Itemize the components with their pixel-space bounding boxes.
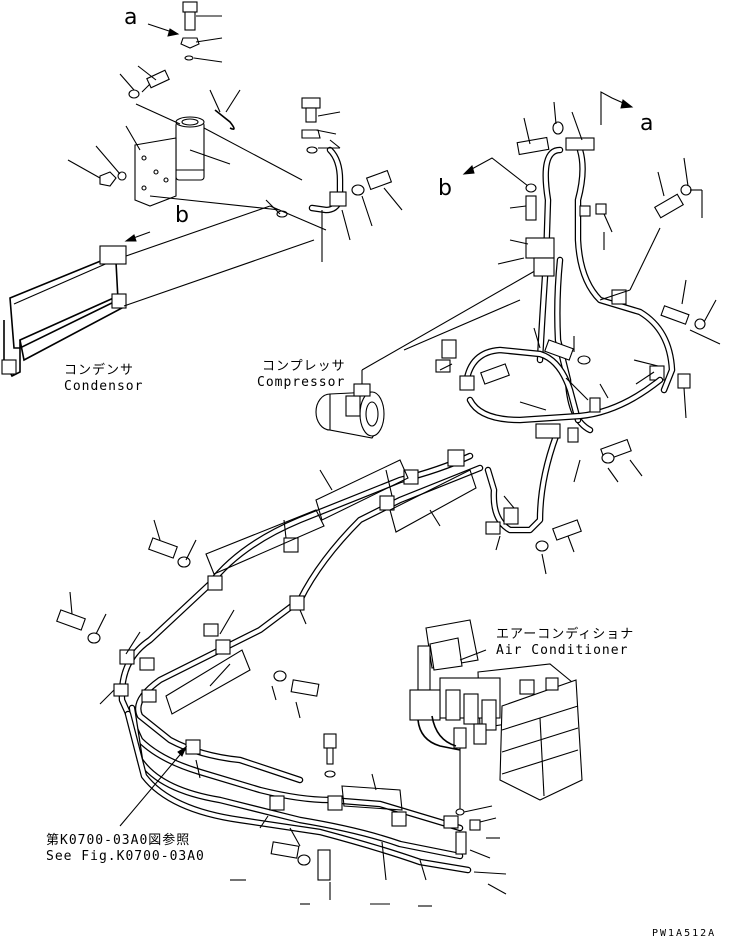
air-conditioner-unit: エアーコンディショナ Air Conditioner <box>409 619 634 816</box>
condenser-label-en: Condensor <box>64 379 143 394</box>
ref-label-a-top: a <box>124 5 137 30</box>
hose-long-run <box>56 449 507 900</box>
ref-arrow-b-right: b <box>438 157 529 201</box>
aircon-label-en: Air Conditioner <box>496 643 628 658</box>
hose-middle-cluster <box>435 327 664 575</box>
see-fig-label-jp: 第K0700-03A0図参照 <box>46 832 190 848</box>
condenser: コンデンサ Condensor <box>1 205 327 394</box>
receiver-drier <box>67 1 303 211</box>
see-fig-label-en: See Fig.K0700-03A0 <box>46 849 205 864</box>
ref-label-a-right: a <box>640 111 653 136</box>
hose-right-upper <box>497 101 721 434</box>
ref-arrow-b-left: b <box>124 203 189 242</box>
compressor-label-jp: コンプレッサ <box>262 359 346 374</box>
drawing-code: PW1A512A <box>652 928 716 939</box>
bottom-fittings <box>230 879 432 907</box>
compressor: コンプレッサ Compressor <box>257 267 541 439</box>
ref-label-b-left: b <box>175 203 189 228</box>
ref-label-b-right: b <box>438 176 452 201</box>
hose-condenser-outlet <box>265 97 403 262</box>
condenser-label-jp: コンデンサ <box>64 362 134 378</box>
ref-arrow-a-top: a <box>124 5 180 37</box>
aircon-label-jp: エアーコンディショナ <box>496 626 634 642</box>
ref-arrow-a-right: a <box>600 91 653 136</box>
compressor-label-en: Compressor <box>257 375 345 390</box>
